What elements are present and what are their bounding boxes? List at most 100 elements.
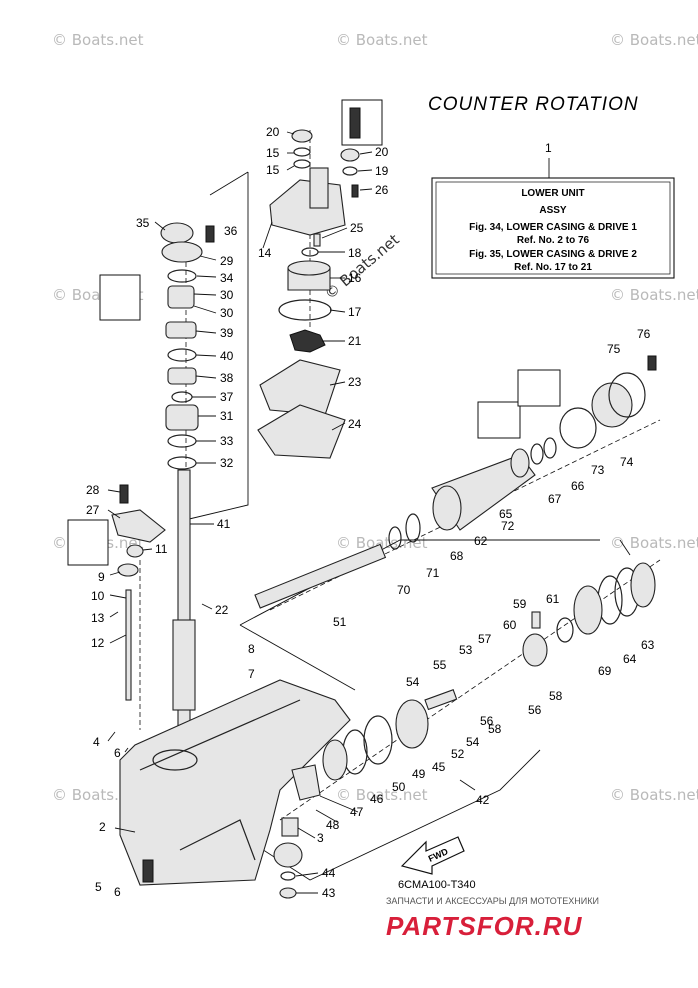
part-label: 48 — [326, 818, 340, 832]
part-label: 56 — [528, 703, 542, 717]
part-label: 9 — [98, 570, 105, 584]
part-label: 60 — [503, 618, 517, 632]
assembly-line-2: ASSY — [539, 205, 567, 216]
part-label: 42 — [476, 793, 490, 807]
part-label: 45 — [432, 760, 446, 774]
part-label: 68 — [450, 549, 464, 563]
part-label: 20 — [375, 145, 389, 159]
part-label: 21 — [348, 334, 362, 348]
part-label: 65 — [499, 507, 513, 521]
part-label: 71 — [426, 566, 440, 580]
watermark-diagonal: © Boats.net — [321, 230, 403, 303]
part-label: 58 — [488, 722, 502, 736]
part-label: 23 — [348, 375, 362, 389]
part-label: 14 — [258, 246, 272, 260]
part-label: 55 — [433, 658, 447, 672]
part-label: 5 — [95, 880, 102, 894]
assembly-box: 1 LOWER UNIT ASSY Fig. 34, LOWER CASING … — [431, 141, 675, 279]
part-label: 69 — [598, 664, 612, 678]
part-label: 49 — [412, 767, 426, 781]
part-label: 54 — [466, 735, 480, 749]
part-label: 3 — [317, 831, 324, 845]
assembly-line-3: Fig. 34, LOWER CASING & DRIVE 1 — [469, 222, 637, 233]
part-label: 35 — [136, 216, 150, 230]
diagram-code: 6CMA100-T340 — [398, 879, 476, 891]
part-label: 22 — [215, 603, 229, 617]
part-label: 12 — [91, 636, 105, 650]
diagram-title: COUNTER ROTATION — [428, 94, 639, 115]
part-label: 33 — [220, 434, 234, 448]
part-label: 53 — [459, 643, 473, 657]
part-label: 19 — [375, 164, 389, 178]
drive-shaft-parts — [99, 222, 215, 741]
part-label: 11 — [155, 542, 168, 556]
leader-lines — [107, 131, 476, 894]
part-label: 20 — [266, 125, 280, 139]
part-label: 10 — [91, 589, 105, 603]
footer-subtitle: ЗАПЧАСТИ И АКСЕССУАРЫ ДЛЯ МОТОТЕХНИКИ — [386, 896, 599, 906]
watermark: © Boats.net — [336, 534, 428, 552]
part-label: 27 — [86, 503, 100, 517]
part-label: 61 — [546, 592, 560, 606]
part-label: 46 — [370, 792, 384, 806]
part-label: 51 — [333, 615, 347, 629]
assembly-line-6: Ref. No. 17 to 21 — [514, 262, 592, 273]
part-label: 38 — [220, 371, 234, 385]
part-label: 59 — [513, 597, 527, 611]
part-label: 28 — [86, 483, 100, 497]
part-label: 44 — [322, 866, 336, 880]
watermark: © Boats.net — [610, 786, 698, 804]
part-label: 30 — [220, 306, 234, 320]
part-label: 8 — [248, 642, 255, 656]
watermark: © Boats.net — [610, 534, 698, 552]
part-label: 56 — [480, 714, 494, 728]
part-label: 15 — [266, 146, 280, 160]
part-label: 2 — [99, 820, 106, 834]
part-label: 62 — [474, 534, 488, 548]
watermark: © Boats.net — [52, 31, 144, 49]
part-label: 64 — [623, 652, 637, 666]
part-label: 66 — [571, 479, 585, 493]
watermark: © Boats.net — [610, 286, 698, 304]
part-label: 31 — [220, 409, 234, 423]
part-label: 75 — [607, 342, 621, 356]
part-label: 73 — [591, 463, 605, 477]
watermark: © Boats.net — [336, 31, 428, 49]
watermark: © Boats.net — [336, 786, 428, 804]
propeller-shaft-parts — [254, 355, 657, 899]
watermark: © Boats.net — [610, 31, 698, 49]
part-label: 34 — [220, 271, 234, 285]
part-label: 25 — [350, 221, 364, 235]
part-labels: 2 3 4 5 6 6 7 8 9 10 11 12 13 14 15 15 1… — [86, 125, 655, 900]
part-label: 16 — [348, 271, 362, 285]
part-label: 39 — [220, 326, 234, 340]
part-label: 30 — [220, 288, 234, 302]
water-pump-parts — [257, 99, 383, 459]
part-label: 32 — [220, 456, 234, 470]
assembly-ref-number: 1 — [545, 141, 552, 155]
part-label: 67 — [548, 492, 562, 506]
part-label: 24 — [348, 417, 362, 431]
assembly-line-5: Fig. 35, LOWER CASING & DRIVE 2 — [469, 249, 637, 260]
part-label: 52 — [451, 747, 465, 761]
part-label: 76 — [637, 327, 651, 341]
part-label: 26 — [375, 183, 389, 197]
part-label: 54 — [406, 675, 420, 689]
part-label: 70 — [397, 583, 411, 597]
part-label: 72 — [501, 519, 515, 533]
part-label: 13 — [91, 611, 105, 625]
assembly-line-1: LOWER UNIT — [521, 188, 584, 199]
shift-rod-parts — [67, 484, 166, 701]
part-label: 17 — [348, 305, 362, 319]
part-label: 18 — [348, 246, 362, 260]
part-label: 15 — [266, 163, 280, 177]
part-label: 7 — [248, 667, 255, 681]
part-label: 43 — [322, 886, 336, 900]
part-label: 40 — [220, 349, 234, 363]
part-label: 6 — [114, 746, 121, 760]
part-label: 4 — [93, 735, 100, 749]
assembly-line-4: Ref. No. 2 to 76 — [517, 235, 590, 246]
part-label: 41 — [217, 517, 231, 531]
part-label: 58 — [549, 689, 563, 703]
